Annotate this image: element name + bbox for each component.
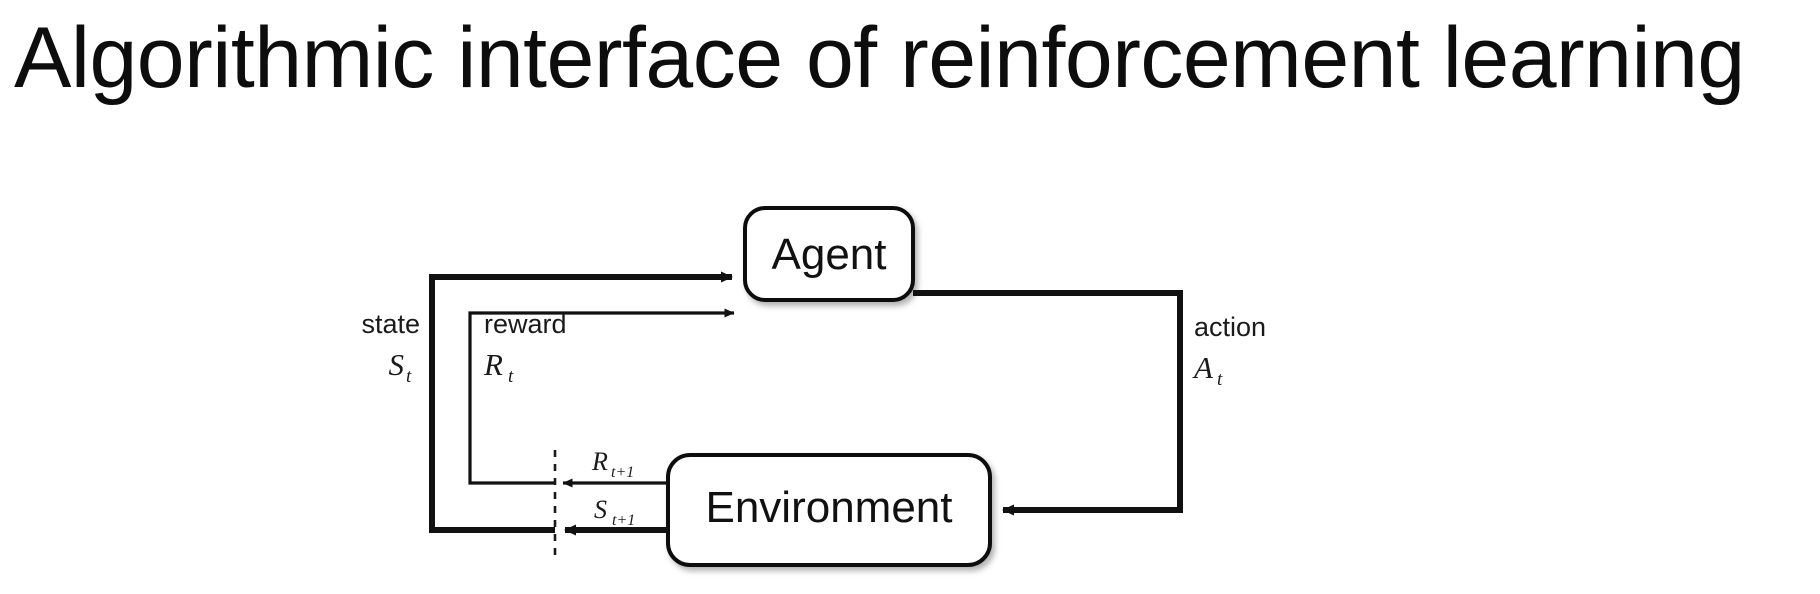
reward-symbol-label: R: [483, 347, 503, 382]
state-symbol-subscript: t: [406, 366, 412, 387]
reward-symbol-subscript: t: [508, 366, 514, 387]
environment-output-stubs: [562, 478, 668, 536]
reward-next-label-group: R t+1: [591, 447, 634, 481]
action-label-group: action A t: [1192, 312, 1266, 390]
state-next-label-group: S t+1: [594, 495, 635, 529]
state-next-symbol: S: [594, 495, 607, 524]
action-flow-path: [913, 290, 1183, 516]
state-word-label: state: [361, 309, 420, 339]
state-symbol-label: S: [389, 347, 405, 382]
reward-next-subscript: t+1: [611, 464, 634, 481]
action-word-label: action: [1194, 312, 1266, 342]
state-label-group: state S t: [361, 309, 420, 387]
agent-box[interactable]: [743, 206, 915, 302]
action-symbol-label: A: [1192, 350, 1214, 385]
action-arrow: [913, 290, 1183, 516]
state-arrow: [429, 271, 733, 533]
environment-node[interactable]: Environment: [666, 453, 992, 567]
reward-word-label: reward: [484, 309, 567, 339]
reward-next-symbol: R: [591, 447, 608, 476]
reward-arrow: [468, 308, 735, 485]
environment-box[interactable]: [666, 453, 992, 567]
rl-diagram-container: Agent Environment: [0, 150, 1420, 594]
action-symbol-subscript: t: [1217, 369, 1223, 390]
state-next-subscript: t+1: [612, 512, 635, 529]
agent-node[interactable]: Agent: [743, 206, 915, 302]
page-title: Algorithmic interface of reinforcement l…: [14, 10, 1745, 106]
reward-label-group: reward R t: [483, 309, 567, 387]
state-flow-path: [429, 271, 733, 533]
agent-label: Agent: [772, 230, 887, 279]
reward-flow-path: [468, 308, 735, 485]
environment-label: Environment: [705, 483, 952, 532]
agent-environment-loop-diagram: Agent Environment: [361, 206, 1266, 567]
